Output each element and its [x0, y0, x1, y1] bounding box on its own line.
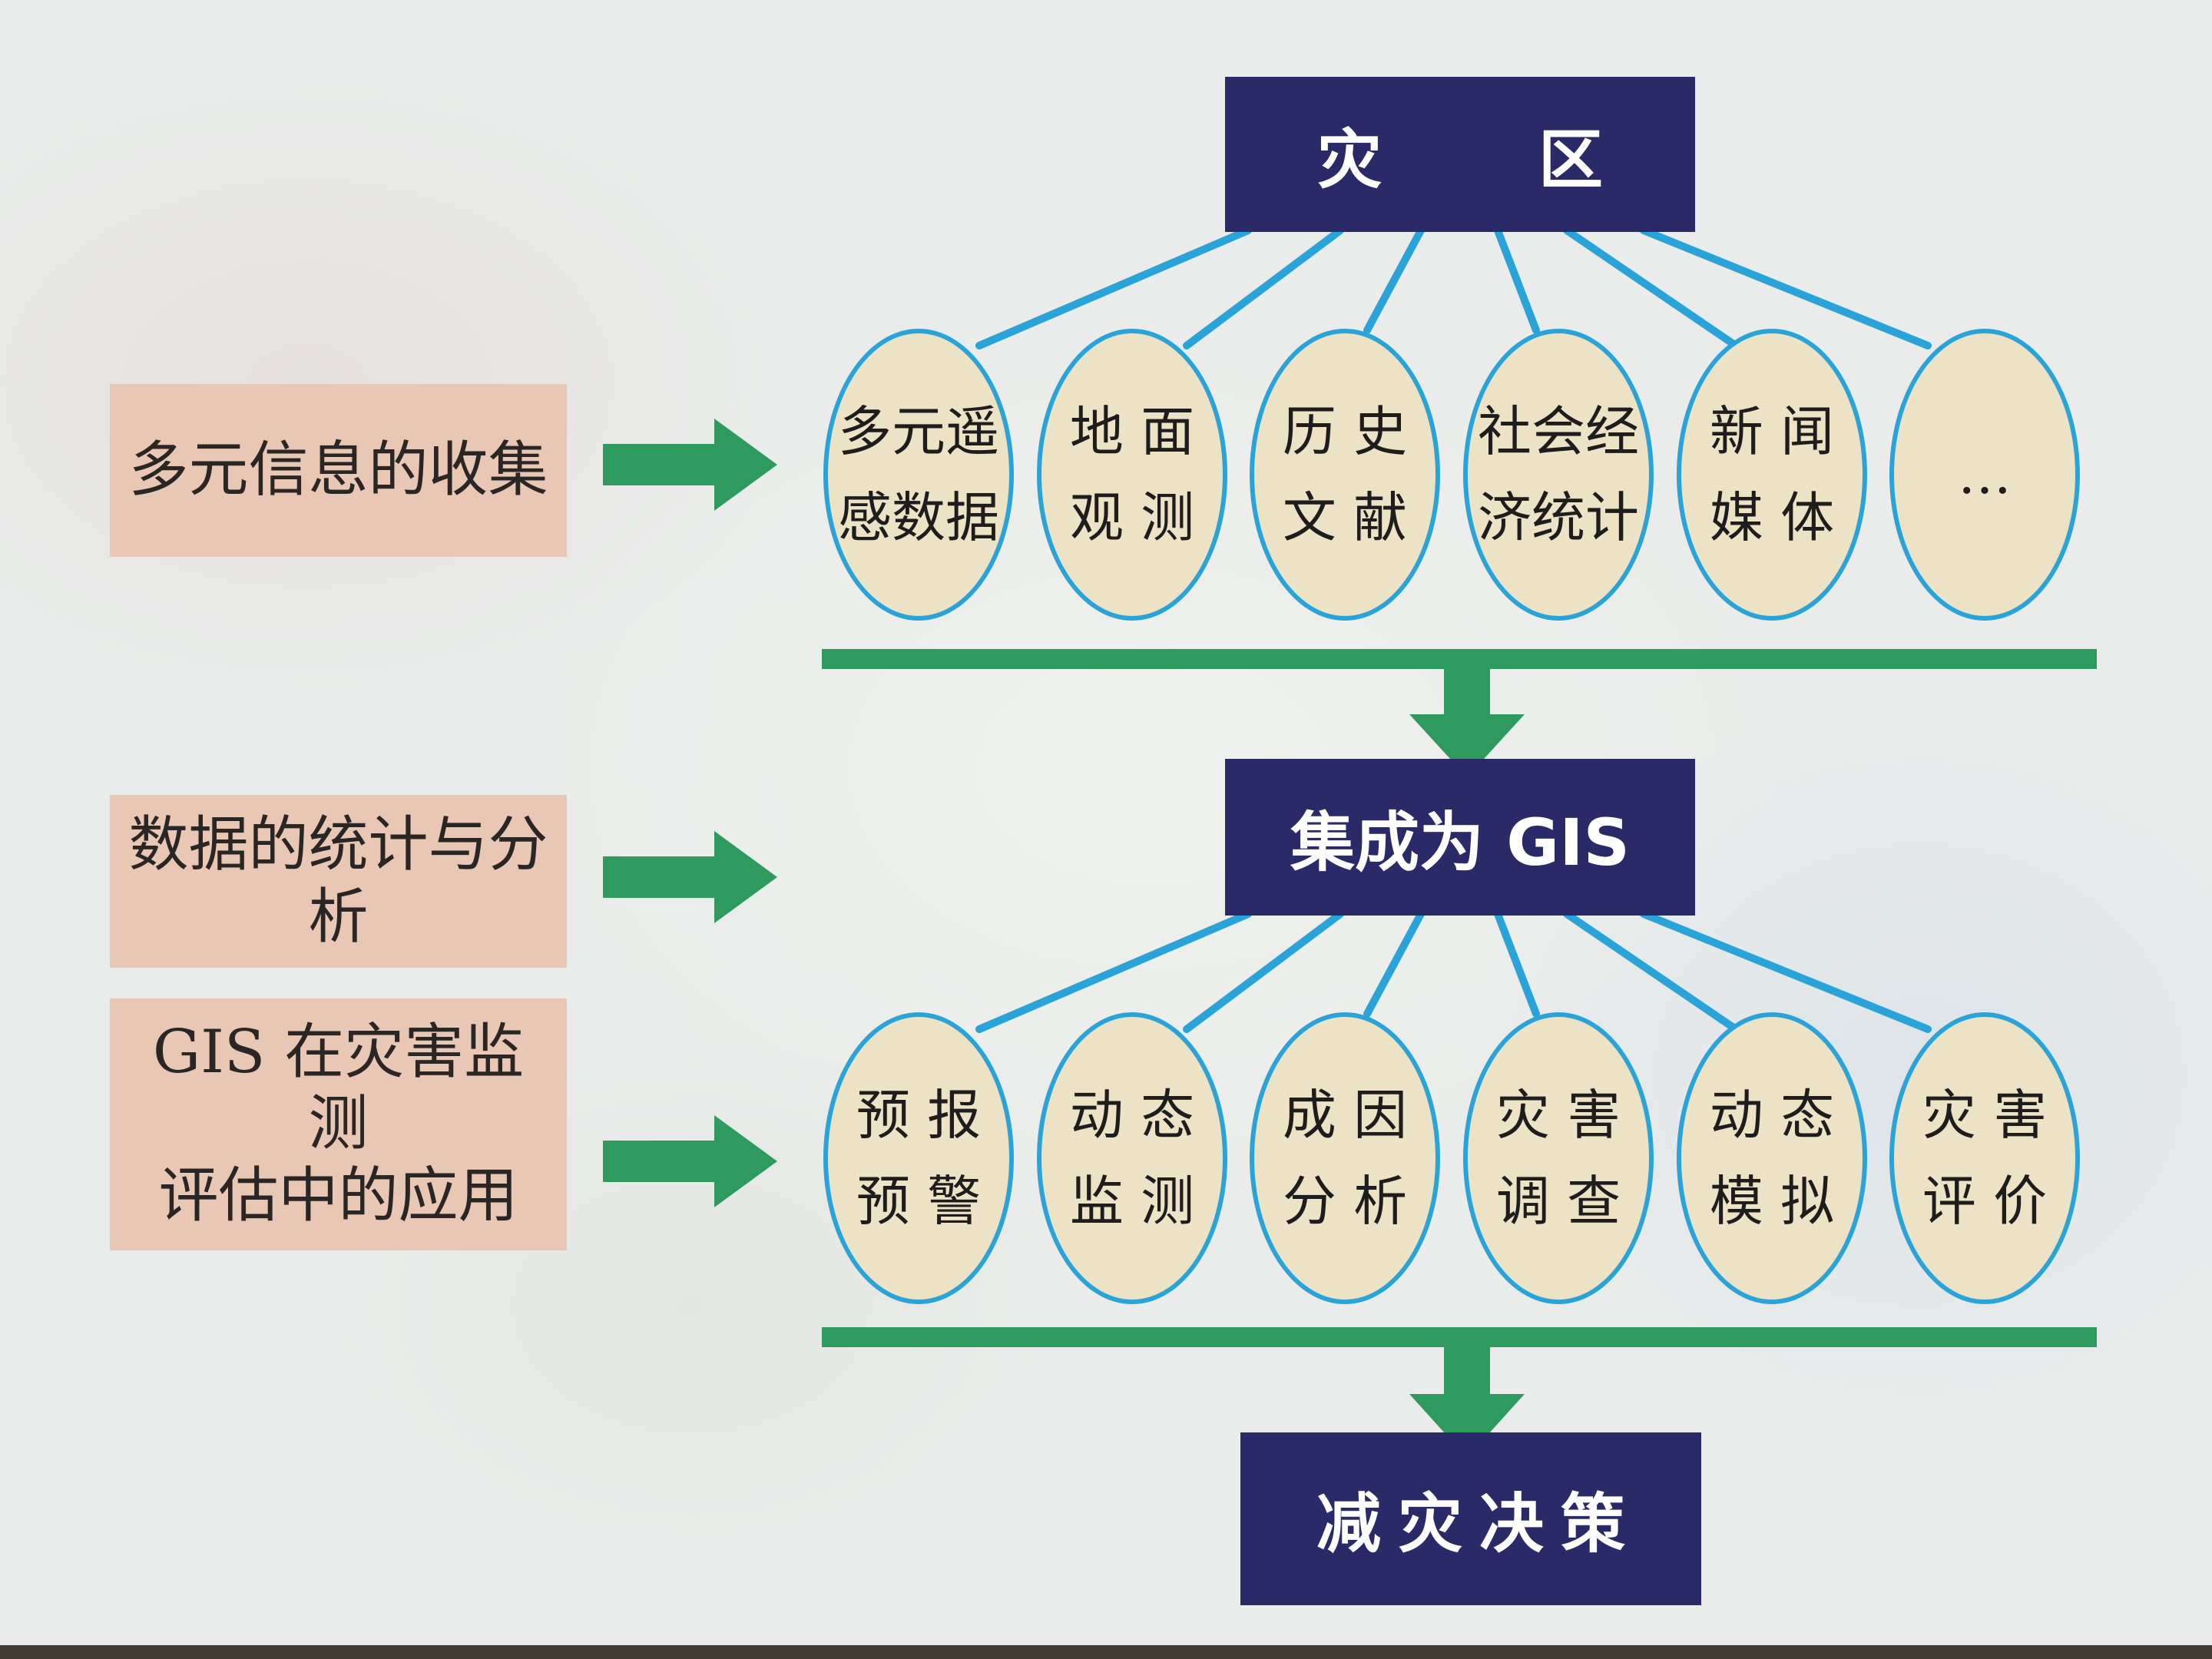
oval-text: 动 态 — [1709, 1084, 1835, 1147]
label-gis-application-line1: GIS 在灾害监测 — [152, 1017, 525, 1159]
right-arrow-icon — [603, 1115, 777, 1207]
connector-line — [1494, 910, 1540, 1018]
oval-text: 调 查 — [1495, 1170, 1621, 1233]
oval-text: 历 史 — [1282, 400, 1408, 463]
label-info-collection: 多元信息的收集 — [110, 384, 567, 557]
app-forecast-warning: 预 报 预 警 — [823, 1012, 1014, 1304]
down-arrow-icon — [1409, 1344, 1525, 1458]
app-dynamic-monitoring: 动 态 监 测 — [1037, 1012, 1227, 1304]
connector-line — [1494, 227, 1540, 334]
app-cause-analysis: 成 因 分 析 — [1250, 1012, 1440, 1304]
oval-text: 灾 害 — [1495, 1084, 1621, 1147]
oval-text: 预 报 — [856, 1084, 982, 1147]
top-connectors — [975, 227, 1932, 349]
node-integrate-gis: 集成为 GIS — [1225, 759, 1695, 916]
middle-connectors — [975, 910, 1932, 1033]
oval-text: 感数据 — [838, 486, 999, 549]
oval-text: 媒 体 — [1709, 486, 1835, 549]
node-disaster-area: 灾 区 — [1225, 77, 1695, 232]
bottom-border-strip — [0, 1645, 2212, 1659]
connector-line — [1183, 227, 1344, 349]
label-gis-application: GIS 在灾害监测 评估中的应用 — [110, 998, 567, 1250]
connector-line — [1363, 910, 1425, 1018]
connector-line — [1563, 910, 1740, 1033]
connector-line — [1640, 910, 1932, 1033]
connector-line — [1363, 227, 1425, 334]
oval-text: 地 面 — [1069, 400, 1195, 463]
oval-text: 成 因 — [1282, 1084, 1408, 1147]
app-disaster-survey: 灾 害 调 查 — [1463, 1012, 1654, 1304]
oval-text: 观 测 — [1069, 486, 1195, 549]
oval-text: 多元遥 — [838, 400, 999, 463]
oval-text: 社会经 — [1478, 400, 1639, 463]
source-historical-documents: 历 史 文 献 — [1250, 329, 1440, 621]
label-statistics-analysis: 数据的统计与分析 — [110, 795, 567, 968]
oval-text: 预 警 — [856, 1170, 982, 1233]
oval-text: 济统计 — [1478, 486, 1639, 549]
source-news-media: 新 闻 媒 体 — [1677, 329, 1867, 621]
source-more: … — [1889, 329, 2080, 621]
collector-bar-top — [822, 649, 2097, 669]
connector-line — [1183, 910, 1344, 1033]
source-socioeconomic-statistics: 社会经 济统计 — [1463, 329, 1654, 621]
oval-text: 灾 害 — [1922, 1084, 2048, 1147]
connector-line — [1563, 227, 1740, 349]
down-arrow-icon — [1409, 667, 1525, 777]
label-gis-application-line2: 评估中的应用 — [158, 1161, 518, 1230]
oval-text: 新 闻 — [1709, 400, 1835, 463]
oval-text: 动 态 — [1069, 1084, 1195, 1147]
oval-text: 评 价 — [1922, 1170, 2048, 1233]
connector-line — [975, 910, 1252, 1033]
oval-text: … — [1958, 443, 2012, 506]
node-disaster-reduction-decision: 减灾决策 — [1240, 1432, 1701, 1605]
oval-text: 文 献 — [1282, 486, 1408, 549]
connector-line — [1640, 227, 1932, 349]
oval-text: 模 拟 — [1709, 1170, 1835, 1233]
collector-bar-bottom — [822, 1327, 2097, 1347]
source-remote-sensing: 多元遥 感数据 — [823, 329, 1014, 621]
oval-text: 监 测 — [1069, 1170, 1195, 1233]
source-ground-observation: 地 面 观 测 — [1037, 329, 1227, 621]
connector-line — [975, 227, 1252, 349]
app-dynamic-simulation: 动 态 模 拟 — [1677, 1012, 1867, 1304]
right-arrow-icon — [603, 419, 777, 511]
oval-text: 分 析 — [1282, 1170, 1408, 1233]
app-disaster-evaluation: 灾 害 评 价 — [1889, 1012, 2080, 1304]
right-arrow-icon — [603, 831, 777, 923]
